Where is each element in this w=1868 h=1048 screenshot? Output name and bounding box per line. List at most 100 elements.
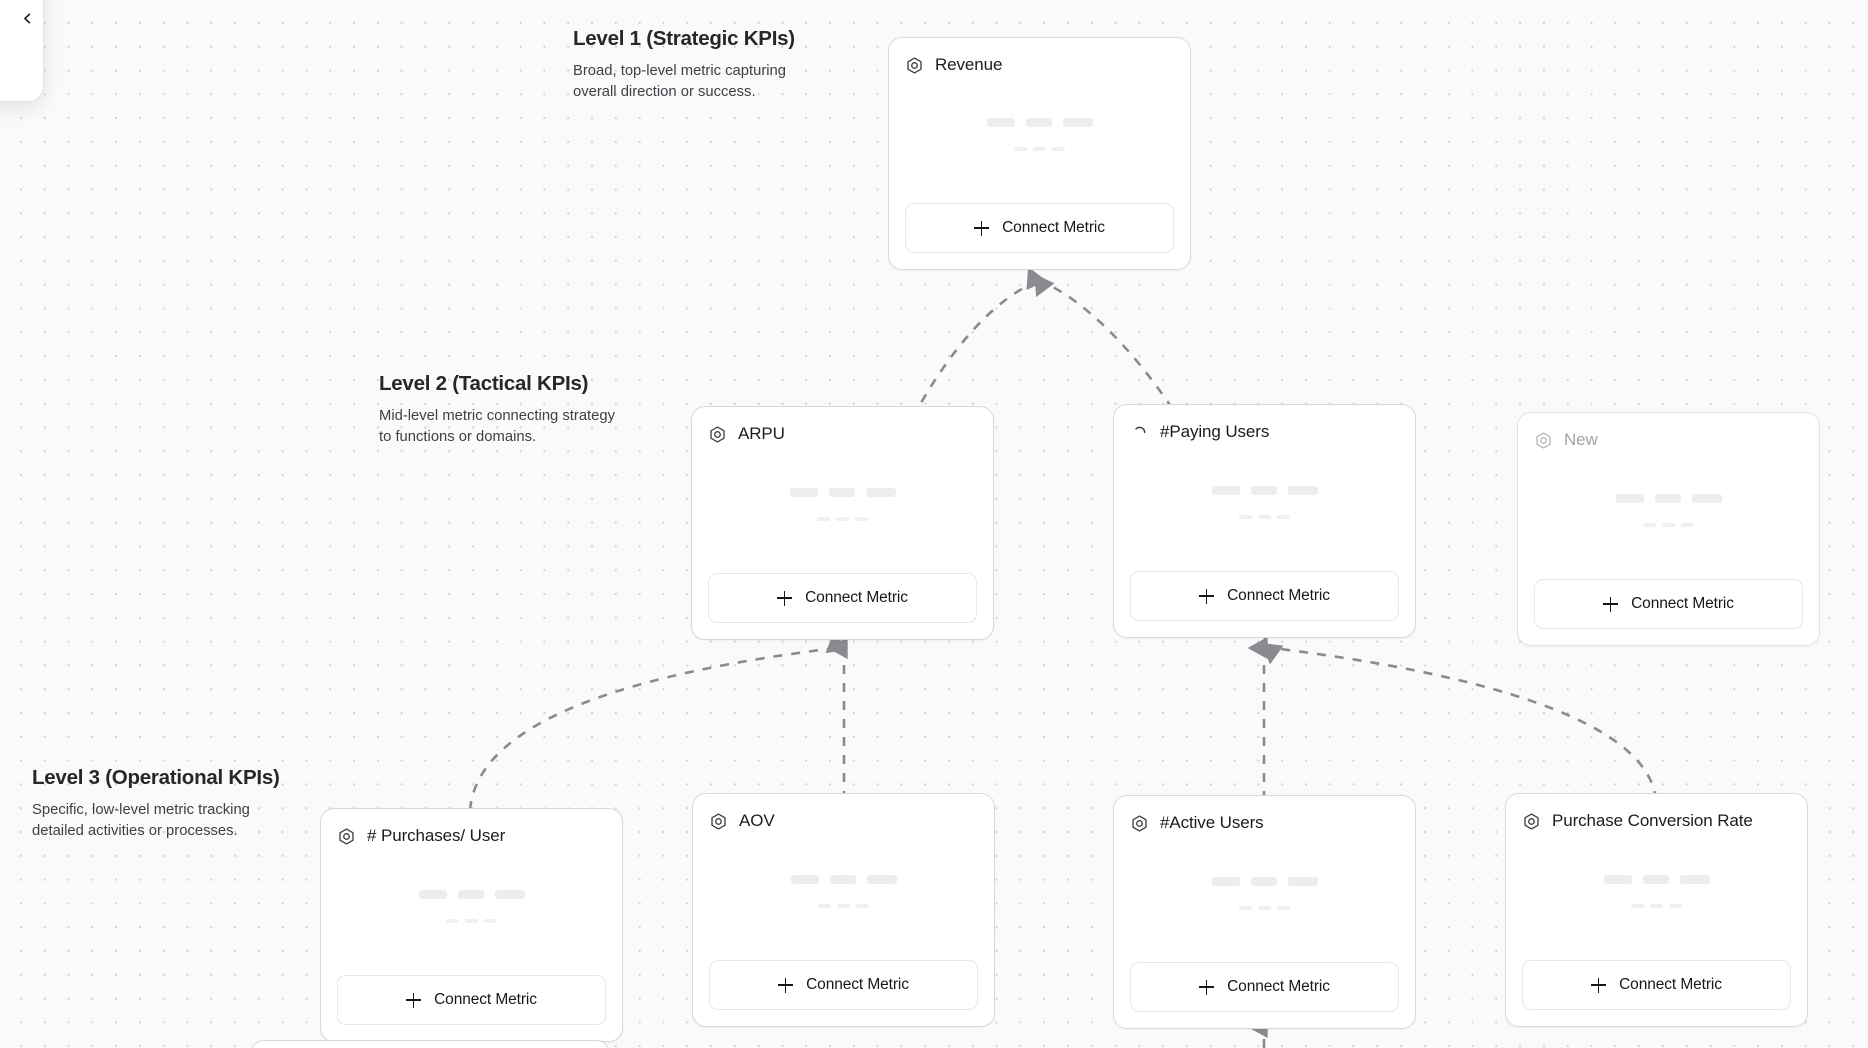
floating-toolbar-panel[interactable] [0,0,44,102]
skeleton-bar [1277,514,1290,519]
connect-metric-label: Connect Metric [806,976,909,993]
skeleton-bar [1681,522,1694,527]
skeleton-row-secondary [1643,522,1694,527]
skeleton-bar [1691,493,1722,503]
connect-metric-button[interactable]: Connect Metric [708,573,977,623]
skeleton-bar [790,874,819,884]
metric-card-purchases-per-user[interactable]: # Purchases/ User Connect Metric [320,808,623,1042]
connect-metric-label: Connect Metric [1227,587,1330,604]
skeleton-row-primary [789,487,896,497]
skeleton-bar [856,903,869,908]
skeleton-row-primary [1211,876,1318,886]
skeleton-row-primary [418,889,525,899]
section-level-1: Level 1 (Strategic KPIs) Broad, top-leve… [573,27,833,104]
plus-icon [406,992,422,1008]
hexagon-metric-icon [708,425,727,444]
skeleton-bar [1654,493,1681,503]
chevron-left-icon[interactable] [22,13,33,24]
connect-metric-button[interactable]: Connect Metric [905,203,1174,253]
section-level-2: Level 2 (Tactical KPIs) Mid-level metric… [379,372,629,449]
skeleton-bar [465,918,478,923]
skeleton-bar [494,889,525,899]
skeleton-bar [1642,874,1669,884]
skeleton-bar [1258,905,1271,910]
skeleton-bar [1014,147,1027,151]
hexagon-metric-icon [1522,812,1541,831]
skeleton-bar [1643,522,1656,527]
skeleton-bar [855,516,868,521]
connect-metric-label: Connect Metric [1631,595,1734,612]
section-level-1-description: Broad, top-level metric capturing overal… [573,63,787,101]
skeleton-bar [829,874,856,884]
card-skeleton-body [905,78,1174,203]
section-level-1-title: Level 1 (Strategic KPIs) [573,27,795,50]
connect-metric-label: Connect Metric [1002,219,1105,236]
skeleton-row-primary [1211,485,1318,495]
connect-metric-button[interactable]: Connect Metric [1130,571,1399,621]
skeleton-bar [1258,514,1271,519]
connect-metric-button[interactable]: Connect Metric [337,975,606,1025]
card-skeleton-body [1130,836,1399,962]
card-header: #Active Users [1130,810,1399,836]
connect-metric-label: Connect Metric [805,589,908,606]
skeleton-bar [817,516,830,521]
connect-metric-button[interactable]: Connect Metric [1534,579,1803,629]
skeleton-bar [1239,905,1252,910]
skeleton-bar [484,918,497,923]
section-level-3-description: Specific, low-level metric tracking deta… [32,802,250,840]
skeleton-bar [1662,522,1675,527]
section-level-2-title: Level 2 (Tactical KPIs) [379,372,589,395]
skeleton-bar [836,516,849,521]
skeleton-bar [1033,147,1046,151]
metric-card-aov[interactable]: AOV Connect Metric [692,793,995,1027]
skeleton-bar [446,918,459,923]
plus-icon [974,220,990,236]
card-skeleton-body [708,447,977,573]
card-header: ARPU [708,421,977,447]
skeleton-row-secondary [1239,905,1290,910]
metric-card-revenue[interactable]: Revenue Connect Metric [888,37,1191,270]
skeleton-row-secondary [1239,514,1290,519]
connect-metric-button[interactable]: Connect Metric [709,960,978,1010]
metric-card-new[interactable]: New Connect Metric [1517,412,1820,646]
metric-card-offscreen-bottom[interactable] [250,1040,610,1048]
hexagon-metric-icon [1130,814,1149,833]
metric-card-active-users[interactable]: #Active Users Connect Metric [1113,795,1416,1029]
skeleton-bar [1287,485,1318,495]
skeleton-bar [457,889,484,899]
connect-metric-button[interactable]: Connect Metric [1522,960,1791,1010]
metric-card-purchase-conversion-rate[interactable]: Purchase Conversion Rate Connect Metric [1505,793,1808,1027]
card-title: #Paying Users [1160,422,1270,441]
skeleton-bar [986,118,1015,127]
skeleton-bar [1615,493,1644,503]
skeleton-bar [1211,876,1240,886]
card-skeleton-body [1130,445,1399,571]
skeleton-bar [1679,874,1710,884]
card-header: Revenue [905,52,1174,78]
connect-metric-button[interactable]: Connect Metric [1130,962,1399,1012]
skeleton-row-primary [790,874,897,884]
plus-icon [1199,979,1215,995]
skeleton-bar [1631,903,1644,908]
skeleton-row-primary [1615,493,1722,503]
skeleton-row-secondary [1014,147,1065,151]
skeleton-row-primary [1603,874,1710,884]
card-title: # Purchases/ User [367,826,506,845]
skeleton-bar [1250,485,1277,495]
skeleton-bar [1287,876,1318,886]
skeleton-bar [1062,118,1093,127]
skeleton-bar [1250,876,1277,886]
loading-spinner-icon [1130,423,1149,442]
skeleton-row-secondary [817,516,868,521]
card-header: New [1534,427,1803,453]
skeleton-bar [789,487,818,497]
edge-purchases-per-user-to-arpu [468,631,848,811]
skeleton-bar [1603,874,1632,884]
plus-icon [777,590,793,606]
metric-card-paying-users[interactable]: #Paying Users Connect Metric [1113,404,1416,638]
hexagon-metric-icon [337,827,356,846]
metric-card-arpu[interactable]: ARPU Connect Metric [691,406,994,640]
skeleton-bar [1239,514,1252,519]
section-level-2-description: Mid-level metric connecting strategy to … [379,408,616,446]
